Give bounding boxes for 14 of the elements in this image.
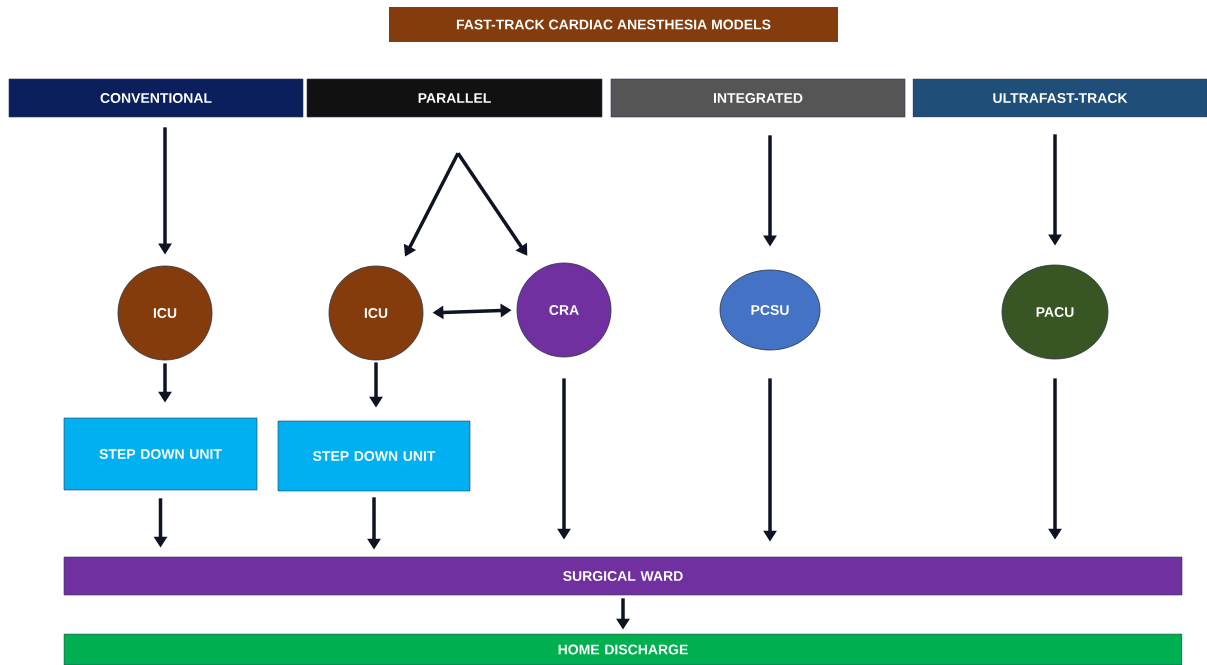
column-header: ULTRAFAST-TRACK: [912, 78, 1207, 118]
circle-node: PACU: [1001, 264, 1109, 360]
unit-box: STEP DOWN UNIT: [63, 417, 258, 491]
circle-node: ICU: [117, 265, 213, 361]
discharge-bar: HOME DISCHARGE: [63, 633, 1183, 665]
column-header: CONVENTIONAL: [8, 78, 304, 118]
column-header: INTEGRATED: [610, 78, 906, 118]
circle-node: ICU: [328, 265, 424, 361]
circle-node: CRA: [516, 262, 612, 358]
ward-bar: SURGICAL WARD: [63, 556, 1183, 596]
unit-box: STEP DOWN UNIT: [277, 420, 471, 492]
circle-node: PCSU: [719, 269, 821, 351]
column-header: PARALLEL: [306, 78, 603, 118]
title-box: FAST-TRACK CARDIAC ANESTHESIA MODELS: [389, 7, 838, 42]
